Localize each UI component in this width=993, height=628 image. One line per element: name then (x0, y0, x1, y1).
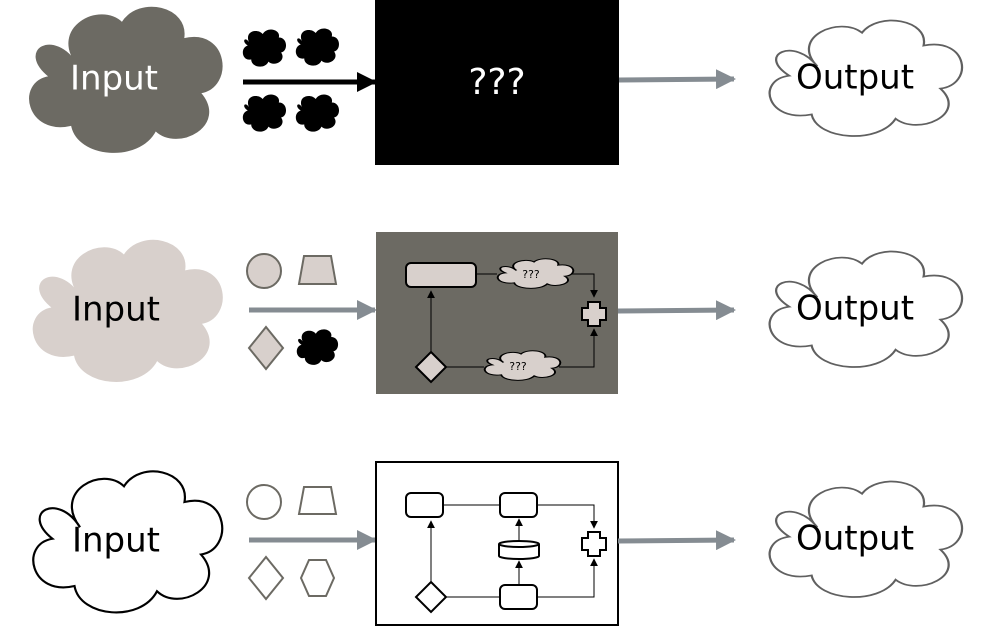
process-step (405, 262, 477, 288)
output-label: Output (796, 58, 914, 98)
output-cloud: Output (768, 250, 964, 369)
hexagon-shape (299, 559, 336, 597)
row-1: Input ??? Output (29, 0, 964, 165)
connector-arrow (559, 328, 598, 368)
input-label: Input (72, 521, 160, 561)
merge-plus-shape (581, 531, 607, 557)
unknown-shape-blob (295, 28, 340, 66)
row-2: Input ??? ??? Outp (32, 232, 964, 394)
unknown-shape-blob (296, 329, 339, 365)
connector-arrow (572, 273, 598, 298)
diamond-shape (247, 325, 285, 371)
unknown-step-label: ??? (522, 268, 540, 281)
output-arrow (617, 530, 736, 551)
circle-shape (246, 253, 282, 289)
trapezoid-shape (297, 486, 338, 515)
process-step (499, 492, 538, 518)
connector-arrow (537, 558, 598, 598)
output-label: Output (796, 289, 914, 329)
output-cloud: Output (768, 19, 964, 138)
output-arrow (617, 300, 736, 321)
trapezoid-shape (297, 255, 338, 285)
unknown-step-label: ??? (509, 360, 527, 373)
input-cloud-dark: Input (29, 6, 223, 153)
process-step (499, 584, 538, 610)
gray-box: ??? ??? (376, 232, 618, 394)
unknown-shape-blob (295, 94, 340, 132)
input-cloud-beige: Input (32, 239, 223, 382)
row-3: Input (32, 461, 964, 626)
input-label: Input (70, 59, 158, 99)
diamond-shape (247, 555, 285, 601)
merge-plus-shape (581, 301, 607, 327)
database-cylinder (498, 540, 540, 560)
black-box: ??? (375, 0, 619, 165)
input-cloud-white: Input (32, 470, 224, 614)
input-label: Input (72, 290, 160, 330)
unknown-shape-blob (242, 29, 287, 67)
output-arrow (618, 69, 736, 90)
partial-shapes (246, 253, 339, 371)
white-box (375, 461, 619, 626)
output-label: Output (796, 519, 914, 559)
process-step (405, 492, 444, 518)
decision-diamond (414, 580, 448, 614)
unknown-shape-blob (242, 94, 287, 132)
output-cloud: Output (768, 480, 964, 599)
known-shapes (246, 484, 338, 601)
connector-arrow (537, 504, 598, 529)
decision-diamond (414, 350, 448, 384)
circle-shape (246, 484, 282, 520)
black-box-label: ??? (468, 62, 525, 103)
